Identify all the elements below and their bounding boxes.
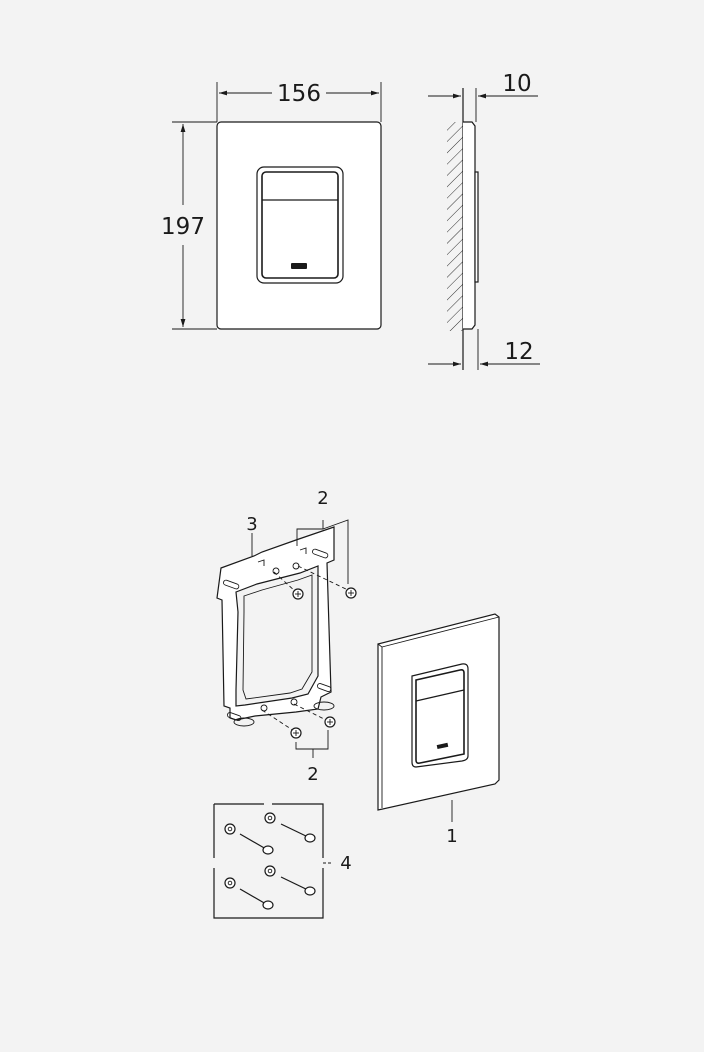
callout-fixing-kit: 4 [340,853,351,874]
mounting-frame [216,526,335,727]
side-plate-profile [463,121,476,330]
side-top-dimension-label: 10 [502,71,531,97]
screw-icon [324,716,336,728]
washer-icon [264,812,276,824]
side-button-profile [474,171,479,283]
screw-icon [345,587,357,599]
washer-icon [224,877,236,889]
height-dimension-label: 197 [161,214,205,240]
fixing-kit: 4 [213,803,352,919]
side-view: 10 12 [428,71,540,370]
washer-icon [264,865,276,877]
callout-screws-top: 2 [317,488,328,509]
washer-icon [224,823,236,835]
screw-icon [292,588,304,600]
wood-screw-icon [239,888,274,910]
callout-screws-bottom: 2 [307,764,318,785]
screws-top: 2 [273,488,357,600]
wood-screw-icon [239,833,274,855]
flush-plate-3d: 1 [377,613,500,847]
front-view: 156 197 [161,81,382,330]
brand-logo-icon [291,263,307,269]
wall-hatch [447,122,463,331]
callout-frame: 3 [246,514,257,535]
screws-bottom: 2 [261,703,336,785]
wood-screw-icon [280,823,316,843]
width-dimension-label: 156 [277,81,321,107]
side-bottom-dimension-label: 12 [504,339,533,365]
callout-plate: 1 [446,826,457,847]
front-button-inner [261,171,339,279]
screw-icon [290,727,302,739]
wood-screw-icon [280,876,316,896]
